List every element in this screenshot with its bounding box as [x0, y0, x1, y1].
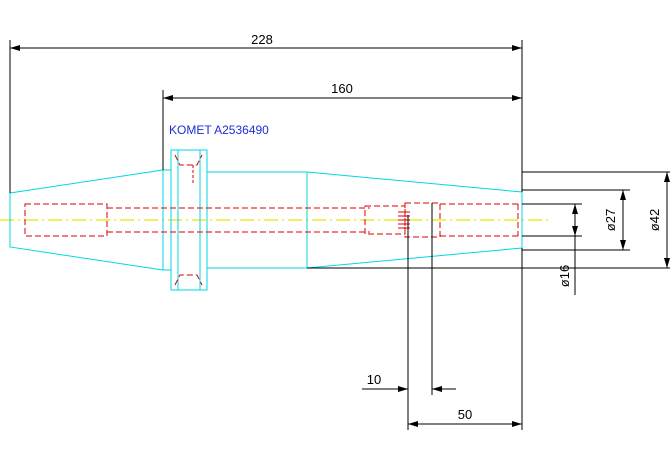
dim-dia-outer: ø42	[307, 171, 670, 269]
dim-dia-outer-text: ø42	[647, 209, 662, 231]
dim-dia-bore-text: ø16	[557, 265, 572, 287]
dim-offset: 10	[362, 203, 456, 430]
dim-overall-length-text: 228	[251, 32, 273, 47]
thread-detail	[192, 165, 410, 229]
part-label: KOMET A2536490	[169, 123, 269, 137]
dim-gauge-length-text: 160	[331, 81, 353, 96]
dim-overall-length: 228	[9, 32, 523, 193]
dim-bore-depth-text: 50	[458, 407, 472, 422]
dim-dia-bore: ø16	[522, 203, 582, 295]
dim-offset-text: 10	[367, 372, 381, 387]
dim-bore-depth: 50	[408, 248, 523, 430]
dim-gauge-length: 160	[162, 81, 522, 170]
dim-dia-mid: ø27	[522, 189, 630, 251]
dim-dia-mid-text: ø27	[603, 209, 618, 231]
